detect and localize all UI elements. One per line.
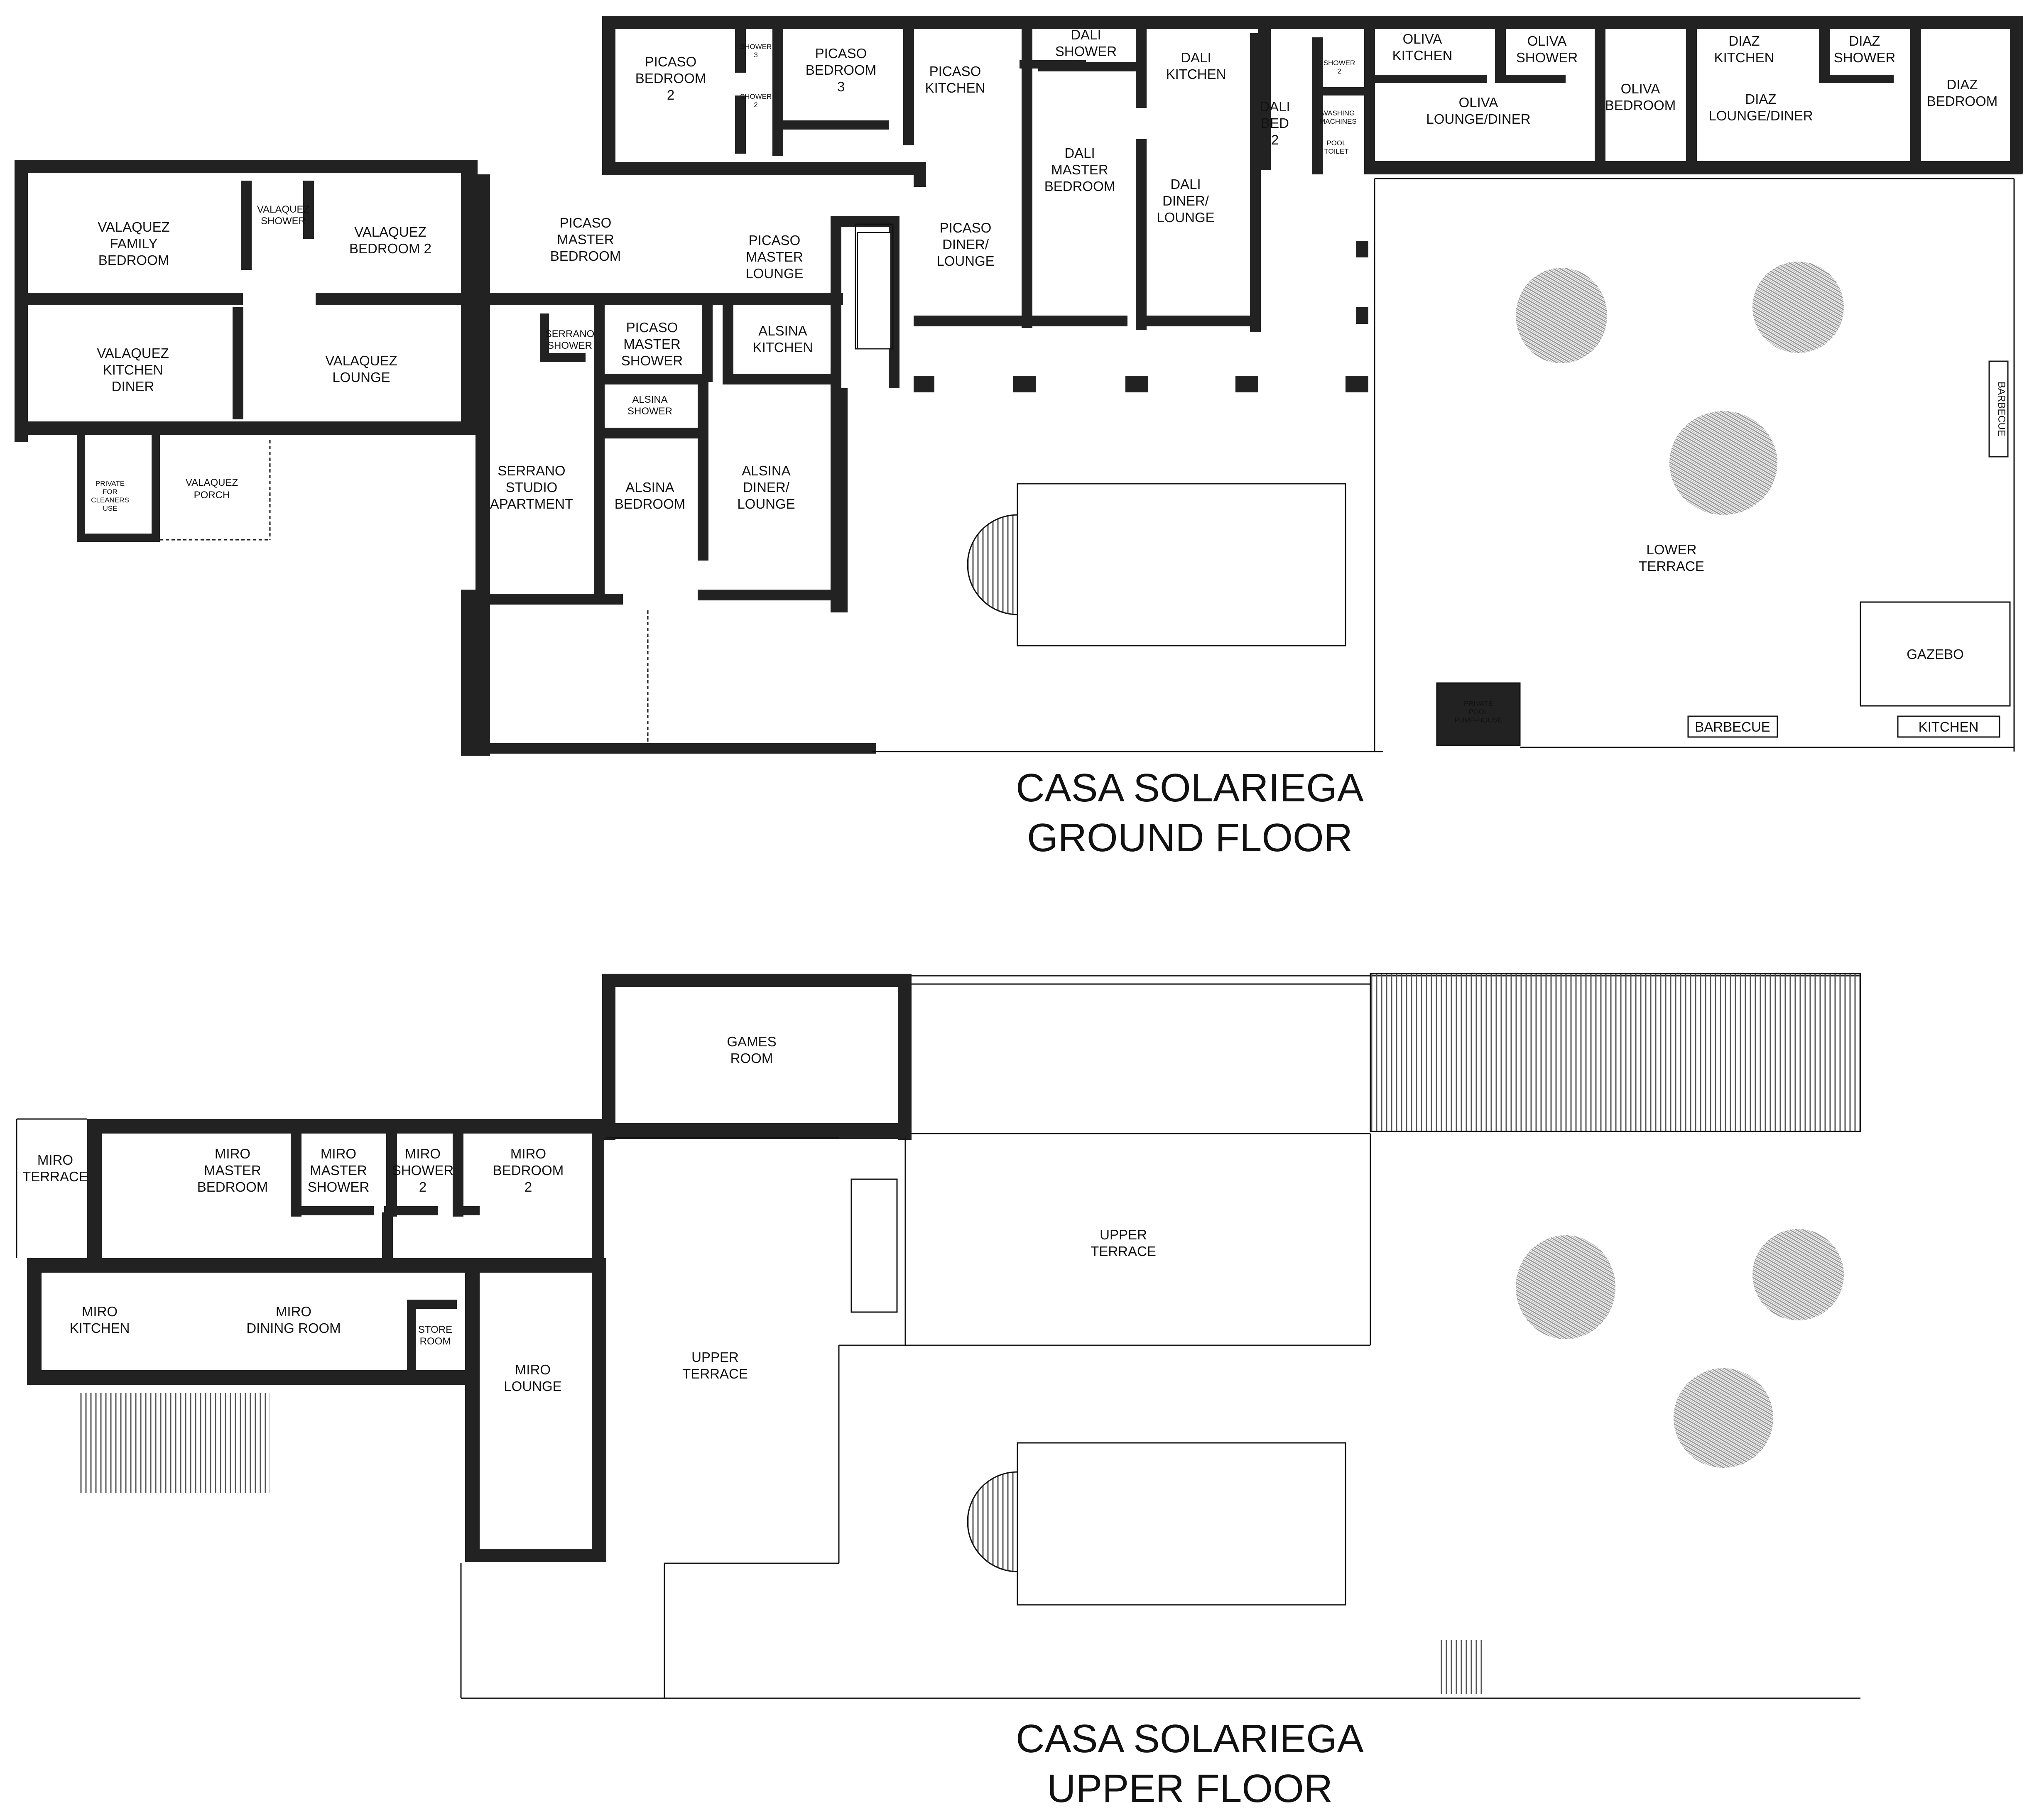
pool-steps-upper [967,1471,1018,1572]
tree-icon [1752,1229,1844,1320]
upper-floor-subtitle: UPPER FLOOR [1047,1766,1333,1811]
balcony-steps [79,1393,270,1493]
upper-floor-plan [16,973,1861,1699]
swimming-pool [1017,483,1346,646]
tree-icon [1516,1235,1615,1339]
staircase [857,232,891,349]
tree-icon [1752,262,1844,353]
room-label: KITCHEN [1919,719,1979,735]
upper-floor-title: CASA SOLARIEGA [1016,1717,1364,1761]
pump-house-box [1436,682,1521,746]
kitchen-bottom-box [1897,715,2000,738]
staircase-upper [850,1178,898,1313]
barbecue-bottom-box [1687,715,1778,738]
gazebo-box [1860,601,2011,707]
room-label: BARBECUE [1996,382,2007,436]
ground-floor-title: CASA SOLARIEGA [1016,766,1364,810]
ground-floor-subtitle: GROUND FLOOR [1027,815,1353,860]
room-label: GAZEBO [1907,646,1964,662]
tree-icon [1516,268,1607,363]
barbecue-side-box [1988,360,2009,458]
pergola-hatch [1370,974,1860,1131]
pool-steps [967,514,1018,615]
room-label: BARBECUE [1695,719,1770,735]
swimming-pool-upper [1017,1442,1346,1606]
tree-icon [1674,1368,1773,1468]
ground-floor-plan [15,16,2023,756]
tree-icon [1669,411,1777,515]
upper-steps [1437,1640,1483,1694]
